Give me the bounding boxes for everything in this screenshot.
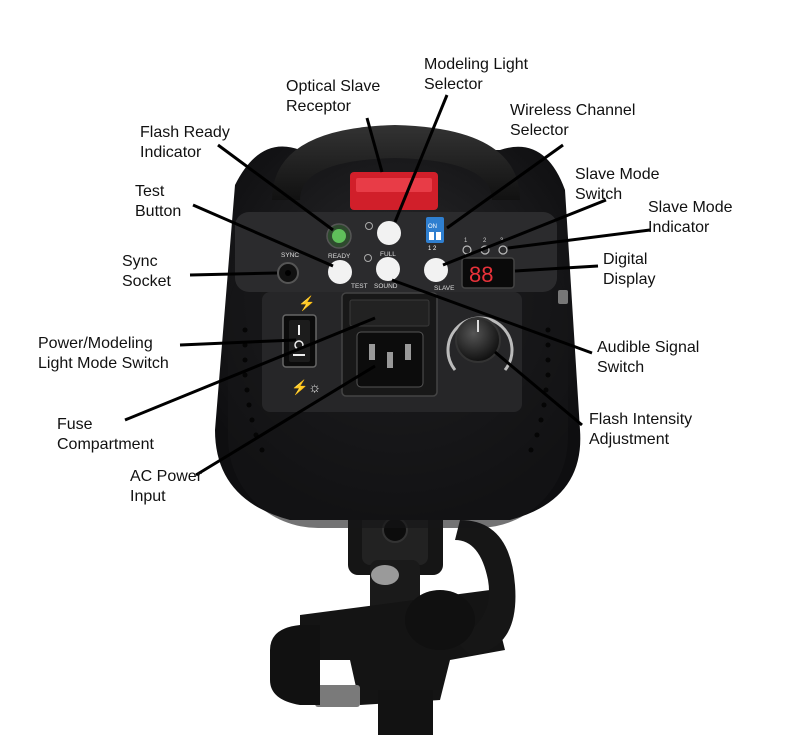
display-digits: 88 xyxy=(469,262,493,287)
flash-modeling-icon: ⚡☼ xyxy=(291,379,321,396)
slave-button[interactable] xyxy=(424,258,448,282)
dip-on-label: ON xyxy=(428,224,437,230)
slave-mode-2-label: 2 xyxy=(483,238,487,244)
flash-symbol-icon: ⚡ xyxy=(298,295,315,312)
control-panel: READY FULL TEST SOUND SLAVE ON 1 2 1 xyxy=(235,212,557,412)
slave-label: SLAVE xyxy=(434,285,455,292)
leader-modeling-light xyxy=(393,94,449,223)
slave-mode-led-3 xyxy=(498,245,508,255)
leader-slave-switch xyxy=(442,198,607,267)
sync-label: SYNC xyxy=(281,252,299,259)
sound-label: SOUND xyxy=(374,283,398,290)
dip-number-label: 1 2 xyxy=(428,246,437,252)
leader-flash-ready xyxy=(217,143,334,232)
ready-label: READY xyxy=(328,253,351,260)
digital-display xyxy=(461,257,515,289)
slave-mode-1-label: 1 xyxy=(464,238,468,244)
leader-audible-signal xyxy=(391,278,593,355)
leader-test-button xyxy=(192,203,334,268)
leader-slave-indicator xyxy=(507,228,651,250)
leader-lines xyxy=(124,94,651,477)
modeling-light-button[interactable] xyxy=(377,221,401,245)
leader-power-switch xyxy=(179,338,297,347)
test-button[interactable] xyxy=(328,260,352,284)
leader-ac-power xyxy=(195,364,376,477)
wireless-channel-dip-switch[interactable] xyxy=(426,217,444,243)
leader-wireless-channel xyxy=(446,143,564,230)
leader-digital-display xyxy=(514,264,599,273)
test-label: TEST xyxy=(351,283,368,290)
leader-optical-slave xyxy=(365,117,384,173)
full-label: FULL xyxy=(380,251,396,258)
leader-sync xyxy=(189,271,278,277)
leader-fuse xyxy=(124,316,376,422)
leader-flash-intensity xyxy=(494,350,583,427)
sound-button[interactable] xyxy=(376,257,400,281)
flash-intensity-knob[interactable] xyxy=(455,317,501,363)
